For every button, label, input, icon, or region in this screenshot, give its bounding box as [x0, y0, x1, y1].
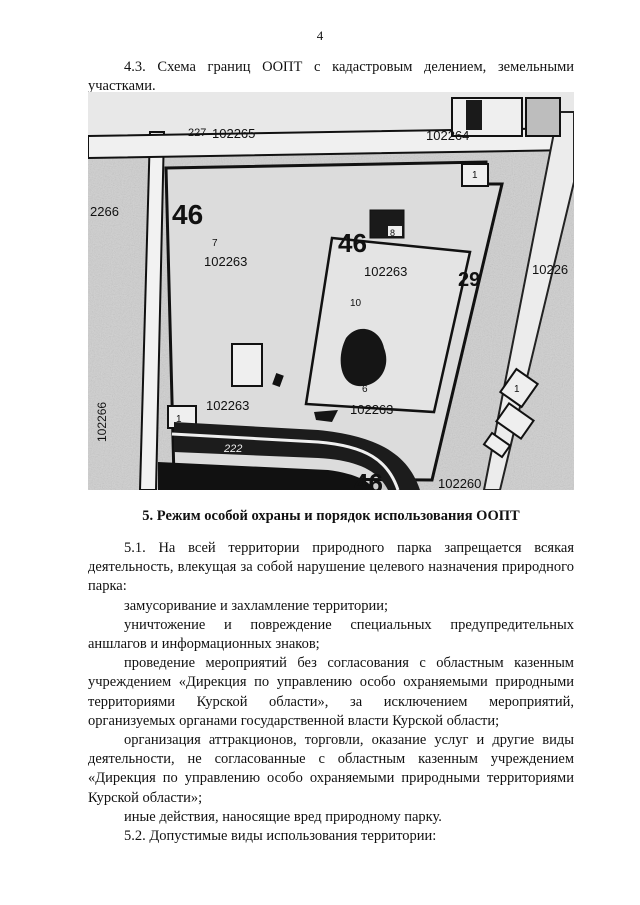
building-right-3 — [482, 431, 512, 459]
section-title: 5. Режим особой охраны и порядок использ… — [142, 508, 520, 524]
map-label-46-left: 46 — [172, 199, 203, 230]
map-label-1a: 1 — [176, 414, 182, 425]
small-structure — [272, 372, 284, 388]
cadastral-map: 227 102265 102264 2266 46 46 102263 1022… — [88, 92, 574, 490]
map-label-102263-b: 102263 — [364, 264, 407, 279]
building-corner — [461, 163, 489, 187]
map-label-29: 29 — [458, 269, 480, 291]
building-top-label-bg — [388, 226, 402, 236]
map-label-102263-a: 102263 — [204, 254, 247, 269]
cadastral-map-svg: 227 102265 102264 2266 46 46 102263 1022… — [88, 92, 574, 490]
map-label-102260-bottom: 102260 — [438, 476, 481, 490]
list-item-other-harm: иные действия, наносящие вред природному… — [124, 808, 442, 825]
paragraph-5-2: 5.2. Допустимые виды использования терри… — [124, 828, 437, 845]
map-label-227: 227 — [188, 127, 206, 139]
map-label-8: 8 — [390, 228, 395, 238]
dark-spot — [314, 410, 338, 422]
body-text: 5.1. На всей территории природного парка… — [88, 539, 574, 846]
list-item-littering: замусоривание и захламление территории; — [124, 597, 389, 614]
map-caption: 4.3. Схема границ ООПТ с кадастровым дел… — [88, 59, 574, 94]
paragraph-5-1: 5.1. На всей территории природного парка… — [88, 540, 574, 595]
map-label-46-bottom: 46 — [354, 468, 383, 490]
map-label-1c: 1 — [514, 384, 520, 395]
map-label-6: 6 — [362, 384, 368, 395]
dark-area — [340, 328, 387, 387]
list-item-attractions: организация аттракционов, торговли, оказ… — [88, 732, 574, 806]
building-left — [231, 343, 263, 387]
map-label-102264: 102264 — [426, 128, 469, 143]
building-top-right — [451, 97, 523, 137]
map-label-46-mid: 46 — [338, 228, 367, 258]
map-label-1b: 1 — [472, 170, 478, 181]
map-label-222: 222 — [223, 443, 242, 455]
map-label-102263-d: 102263 — [350, 402, 393, 417]
building-right-1 — [498, 367, 540, 409]
road-bottom-fill — [158, 462, 374, 490]
map-label-102263-c: 102263 — [206, 398, 249, 413]
map-label-2266: 2266 — [90, 204, 119, 219]
map-label-10: 10 — [350, 298, 362, 309]
list-item-events: проведение мероприятий без согласования … — [88, 655, 574, 729]
map-label-7: 7 — [212, 238, 218, 249]
map-label-102265: 102265 — [212, 126, 255, 141]
page-number: 4 — [316, 28, 324, 43]
map-label-10226-right: 10226 — [532, 262, 568, 277]
list-item-damage-signs: уничтожение и повреждение специальных пр… — [88, 616, 574, 653]
building-right-2 — [495, 401, 535, 441]
map-label-102266-left: 102266 — [95, 402, 109, 442]
road-left — [138, 131, 166, 490]
building-top-right-dark — [466, 100, 482, 130]
road-bottom-line — [171, 432, 400, 490]
building-top-right-2 — [525, 97, 561, 137]
road-bottom-dark — [174, 422, 420, 490]
